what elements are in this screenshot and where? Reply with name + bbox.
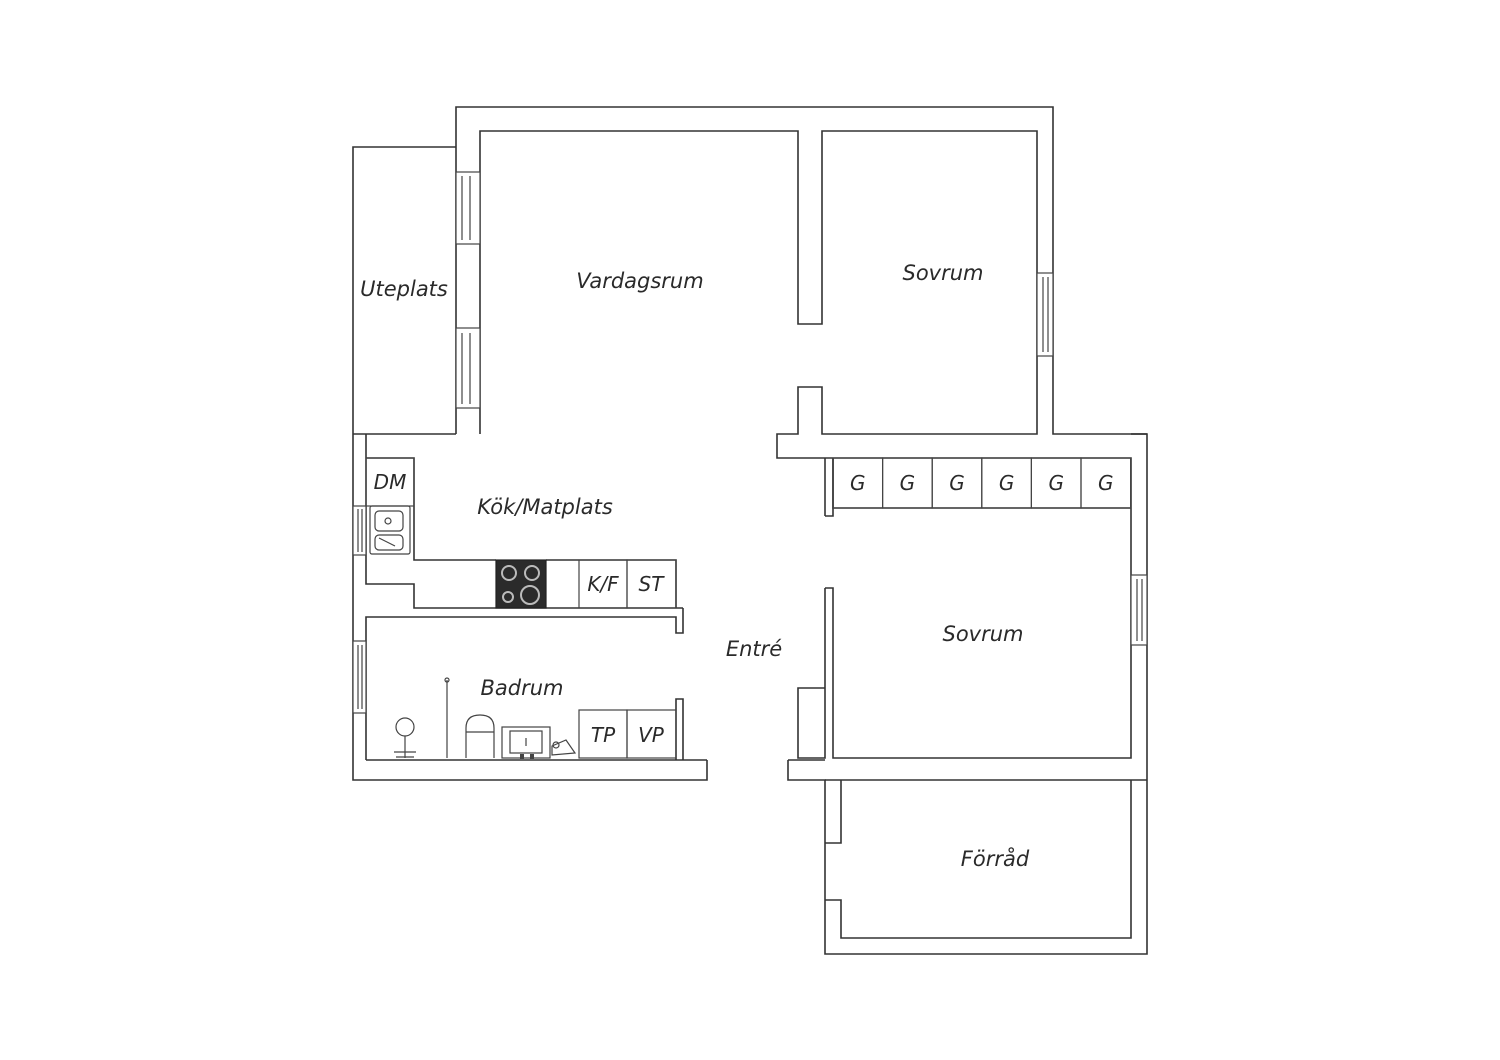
label-wardrobe: G bbox=[999, 471, 1015, 495]
washbasin-icon bbox=[501, 726, 551, 759]
label-wardrobe: G bbox=[1098, 471, 1114, 495]
window-uteplats-bottom bbox=[455, 327, 481, 409]
label-pantry: ST bbox=[639, 572, 666, 596]
room-label-sovrum-2: Sovrum bbox=[942, 622, 1023, 646]
window-kitchen bbox=[352, 505, 367, 556]
heater-box bbox=[626, 709, 677, 759]
room-labels: Uteplats Vardagsrum Sovrum Kök/Matplats … bbox=[360, 261, 1030, 871]
window-sovrum-2 bbox=[1130, 574, 1148, 646]
label-fridge-freezer: K/F bbox=[587, 572, 619, 596]
window-badrum bbox=[352, 640, 367, 714]
room-label-entre: Entré bbox=[726, 637, 782, 661]
window-uteplats-top bbox=[455, 171, 481, 245]
label-heater: VP bbox=[638, 723, 665, 747]
shower-rail-icon bbox=[444, 677, 450, 758]
shower-icon bbox=[394, 717, 416, 758]
window-sovrum-1 bbox=[1036, 272, 1054, 357]
wardrobe-box bbox=[1080, 457, 1132, 509]
room-label-sovrum-1: Sovrum bbox=[902, 261, 983, 285]
kitchen-fixtures bbox=[365, 457, 677, 609]
label-wardrobe: G bbox=[900, 471, 916, 495]
room-label-forrad: Förråd bbox=[961, 846, 1030, 871]
windows bbox=[352, 171, 1148, 714]
label-wardrobe: G bbox=[1048, 471, 1064, 495]
label-washer: TP bbox=[591, 723, 616, 747]
faucet-icon bbox=[551, 739, 577, 756]
label-wardrobe: G bbox=[850, 471, 866, 495]
room-label-kok-matplats: Kök/Matplats bbox=[477, 495, 613, 519]
stove-icon bbox=[495, 559, 547, 609]
bathroom-fixtures bbox=[394, 677, 677, 759]
sink-icon bbox=[369, 505, 411, 555]
pantry-box bbox=[626, 559, 677, 609]
room-label-vardagsrum: Vardagsrum bbox=[576, 269, 703, 293]
label-wardrobe: G bbox=[949, 471, 965, 495]
room-label-badrum: Badrum bbox=[480, 676, 563, 700]
wardrobes bbox=[832, 457, 1132, 509]
label-dishwasher: DM bbox=[374, 470, 407, 494]
toilet-icon bbox=[465, 714, 495, 758]
room-label-uteplats: Uteplats bbox=[360, 277, 448, 301]
fixture-labels: DM K/F ST TP VP bbox=[374, 470, 666, 747]
